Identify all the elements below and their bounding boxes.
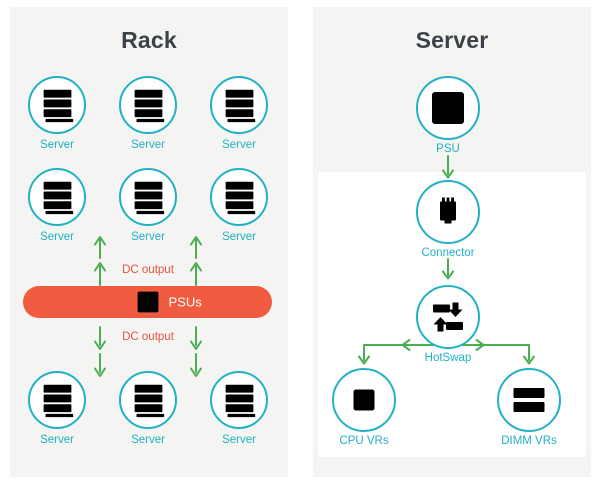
server-stack-icon: [119, 76, 177, 134]
server-stack-icon: [210, 371, 268, 429]
rack-server-node: Server: [199, 371, 279, 447]
rack-server-node: Server: [108, 168, 188, 244]
rack-server-node: Server: [108, 371, 188, 447]
server-label: Server: [40, 231, 74, 243]
server-panel: Server PSU Connector: [313, 7, 591, 477]
rack-server-node: Server: [199, 168, 279, 244]
server-stack-icon: [210, 168, 268, 226]
server-stack-icon: [28, 168, 86, 226]
connector-label: Connector: [421, 247, 475, 259]
hotswap-node: HotSwap: [408, 285, 488, 365]
server-label: Server: [222, 231, 256, 243]
cpu-vrs-label: CPU VRs: [339, 435, 389, 447]
hotswap-arrows-icon: [416, 285, 480, 349]
dc-output-label-bottom: DC output: [122, 331, 174, 343]
psus-bar: PSUs: [23, 286, 272, 318]
server-label: Server: [131, 139, 165, 151]
rack-server-node: Server: [108, 76, 188, 152]
connector-plug-icon: [416, 180, 480, 244]
dc-output-up-arrow: [94, 236, 202, 286]
rack-server-node: Server: [17, 168, 97, 244]
cpu-chip-icon: [332, 368, 396, 432]
rack-server-node: Server: [17, 371, 97, 447]
hotswap-label: HotSwap: [424, 352, 472, 364]
server-label: Server: [222, 139, 256, 151]
rack-server-node: Server: [199, 76, 279, 152]
server-stack-icon: [28, 371, 86, 429]
rack-panel: Rack Server Server: [10, 7, 288, 477]
server-label: Server: [131, 434, 165, 446]
server-stack-icon: [119, 371, 177, 429]
server-label: Server: [40, 139, 74, 151]
cpu-vrs-node: CPU VRs: [324, 368, 404, 448]
rack-server-node: Server: [17, 76, 97, 152]
server-stack-icon: [210, 76, 268, 134]
psus-bar-label: PSUs: [168, 294, 202, 310]
server-stack-icon: [28, 76, 86, 134]
psu-node: PSU: [408, 76, 488, 156]
server-panel-title: Server: [415, 27, 489, 53]
psu-fan-icon: [135, 289, 161, 315]
dimm-vrs-label: DIMM VRs: [501, 435, 557, 447]
connector-node: Connector: [408, 180, 488, 260]
psu-fan-icon: [416, 76, 480, 140]
server-stack-icon: [119, 168, 177, 226]
dimm-memory-icon: [497, 368, 561, 432]
server-label: Server: [40, 434, 74, 446]
dc-output-label-top: DC output: [122, 264, 174, 276]
psu-label: PSU: [436, 143, 460, 155]
dimm-vrs-node: DIMM VRs: [489, 368, 569, 448]
server-label: Server: [131, 231, 165, 243]
server-label: Server: [222, 434, 256, 446]
rack-panel-title: Rack: [121, 27, 177, 53]
